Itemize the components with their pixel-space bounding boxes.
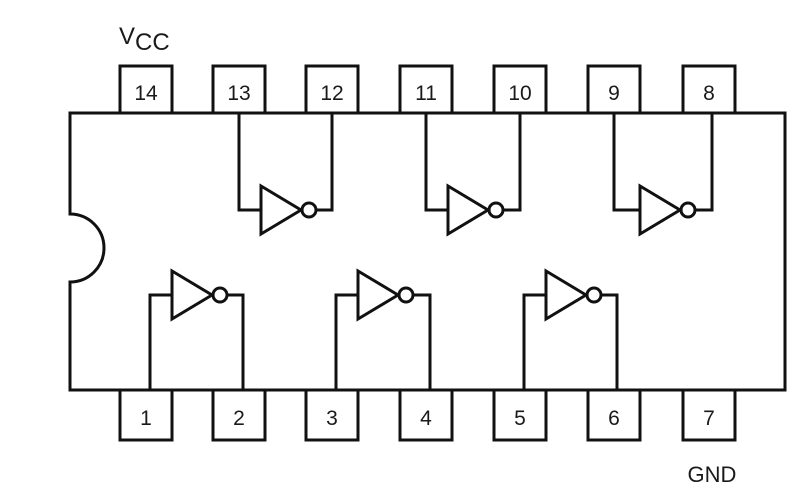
inverter-triangle	[446, 183, 491, 237]
wire-pin-1	[148, 293, 172, 390]
pin-13-number: 13	[227, 82, 250, 105]
pin-3-number: 3	[326, 407, 338, 430]
wire-pin-13	[237, 113, 261, 212]
pin-11: 11	[398, 64, 454, 115]
wire-pin-11	[424, 113, 448, 212]
pin-4-number: 4	[420, 407, 432, 430]
vcc-main-text: V	[119, 23, 135, 50]
pin-6-number: 6	[608, 407, 620, 430]
wire-pin-3	[334, 293, 358, 390]
wire-pin-2	[227, 293, 245, 390]
inverter-bubble	[487, 201, 505, 219]
pin-4: 4	[398, 388, 454, 442]
pin-8-number: 8	[703, 82, 715, 105]
pin-13: 13	[211, 64, 267, 115]
inverter-gate-1-2	[148, 268, 245, 390]
inverter-gate-11-10	[424, 113, 522, 237]
pin-14: 14	[118, 64, 174, 115]
inverter-bubble	[211, 286, 229, 304]
pin-11-number: 11	[415, 82, 437, 105]
top-pin-row: 14 13 12 11 10 9 8	[118, 64, 737, 115]
pin-5-number: 5	[514, 407, 526, 430]
inverter-triangle	[356, 268, 401, 322]
inverter-gate-5-6	[522, 268, 619, 390]
pin-2-number: 2	[233, 407, 245, 430]
inverter-triangle	[259, 183, 304, 237]
pin-7-number: 7	[703, 407, 715, 430]
inverter-bubble	[679, 201, 697, 219]
inverter-bubble	[585, 286, 603, 304]
wire-pin-5	[522, 293, 546, 390]
pin-1: 1	[118, 388, 174, 442]
inverter-bubble	[300, 201, 318, 219]
pin-10-number: 10	[508, 82, 531, 105]
inverter-gate-13-12	[237, 113, 334, 237]
pin-10: 10	[492, 64, 548, 115]
pin-7: 7	[681, 388, 737, 442]
wire-pin-8	[695, 113, 714, 212]
wire-pin-9	[612, 113, 640, 212]
pin-5: 5	[492, 388, 548, 442]
pin-9: 9	[586, 64, 642, 115]
ic-package-body	[68, 111, 787, 392]
vcc-label: VCC	[119, 23, 170, 56]
inverter-triangle	[170, 268, 215, 322]
pin-1-number: 1	[140, 407, 152, 430]
inverter-gate-3-4	[334, 268, 432, 390]
wire-pin-6	[601, 293, 619, 390]
wire-pin-4	[413, 293, 432, 390]
vcc-subscript-text: CC	[135, 29, 170, 56]
inverter-gate-9-8	[612, 113, 714, 237]
pin-9-number: 9	[608, 82, 620, 105]
wire-pin-10	[503, 113, 522, 212]
pin-12: 12	[304, 64, 360, 115]
inverter-triangle	[544, 268, 589, 322]
inverter-triangle	[638, 183, 683, 237]
pin-14-number: 14	[134, 82, 158, 105]
pin-12-number: 12	[320, 82, 343, 105]
bottom-pin-row: 1 2 3 4 5 6 7	[118, 388, 737, 442]
pin-3: 3	[304, 388, 360, 442]
pin-6: 6	[586, 388, 642, 442]
gnd-label: GND	[688, 462, 737, 487]
inverter-bubble	[397, 286, 415, 304]
wire-pin-12	[316, 113, 334, 212]
pin-8: 8	[681, 64, 737, 115]
pin-2: 2	[211, 388, 267, 442]
